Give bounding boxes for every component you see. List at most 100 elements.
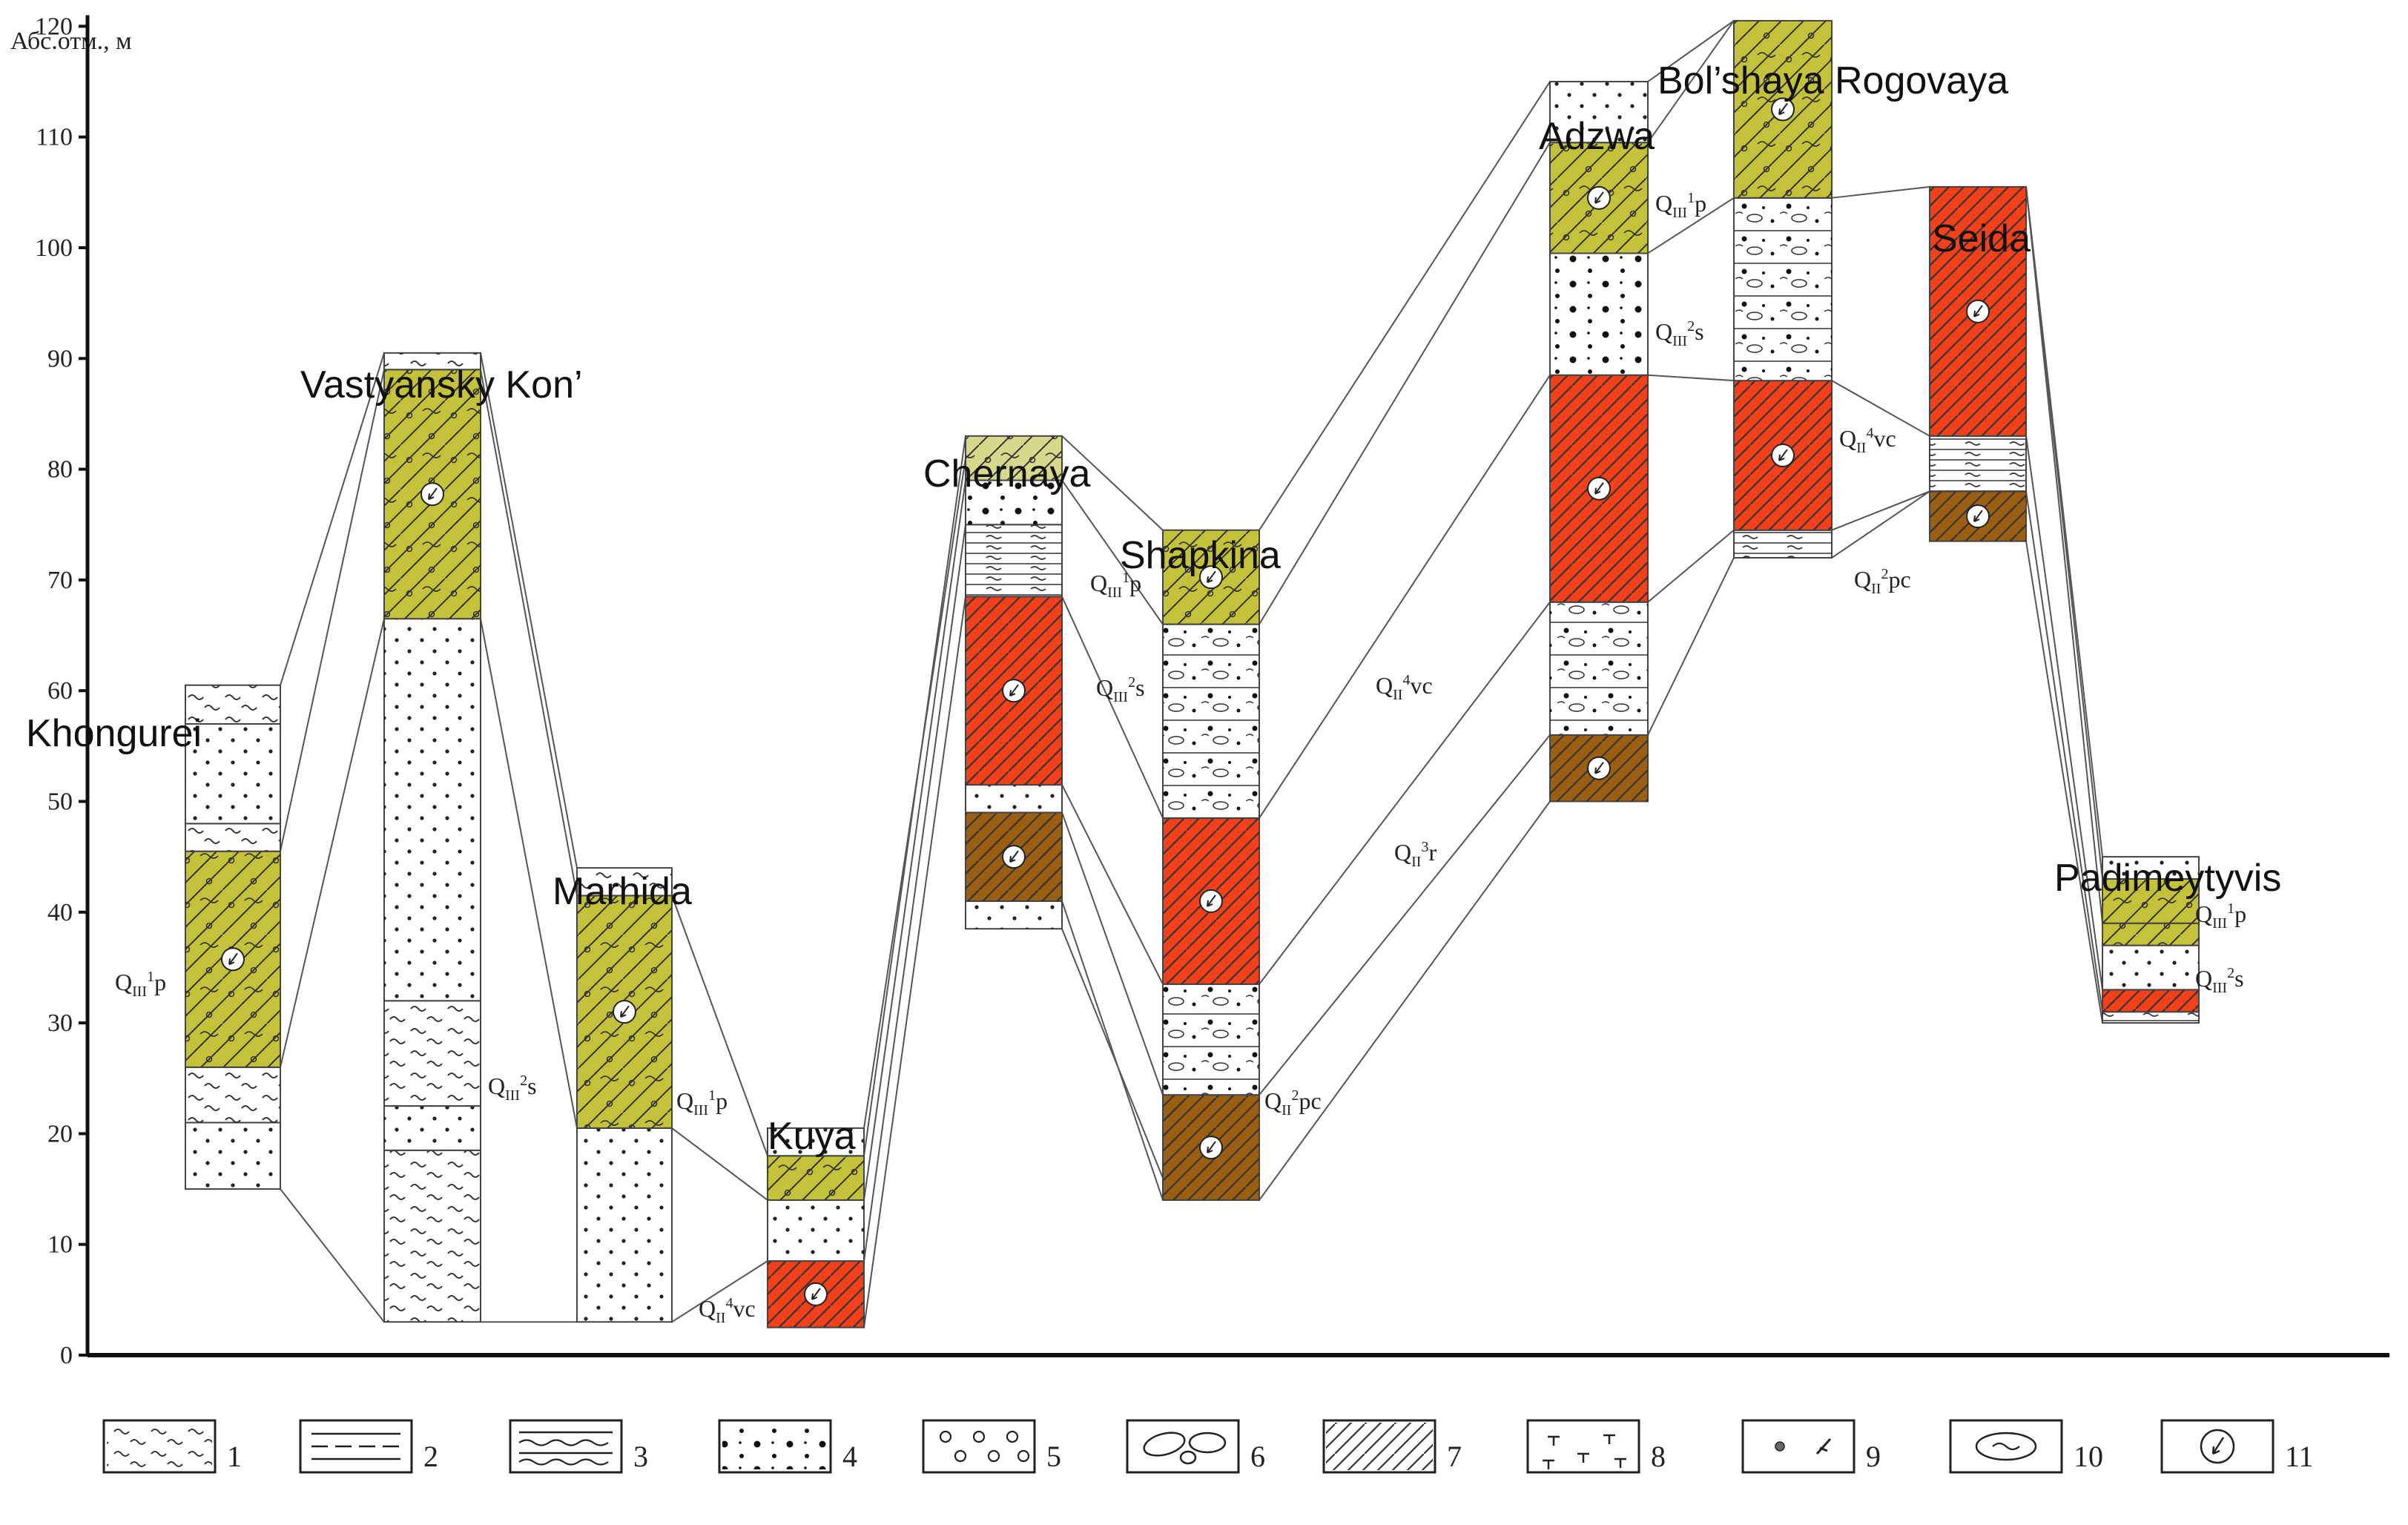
- circle-arrow-icon: [1587, 185, 1611, 210]
- layer-pattern: [966, 900, 1062, 929]
- strat-label: QII2pc: [1264, 1087, 1322, 1119]
- correlation-line: [1259, 602, 1551, 985]
- section-name: Shapkina: [1120, 534, 1281, 577]
- strat-label: QIII1p: [1090, 570, 1141, 601]
- circle-arrow-icon: [1771, 97, 1795, 122]
- correlation-line: [280, 369, 385, 852]
- correlation-line: [1061, 479, 1164, 625]
- y-tick-label: 120: [35, 13, 73, 40]
- layer-pattern: [1550, 602, 1648, 735]
- correlation-line: [2025, 541, 2103, 1024]
- correlation-line: [1831, 490, 1930, 531]
- correlation-line: [1831, 380, 1930, 437]
- section-column: Vastyansky Kon’: [300, 352, 583, 1323]
- y-tick-label: 80: [47, 456, 73, 484]
- layer-pattern: [768, 1127, 864, 1156]
- legend-item: 11: [2160, 1419, 2314, 1474]
- legend-number: 10: [2074, 1440, 2103, 1473]
- correlation-line: [1259, 734, 1551, 1096]
- section-name: Padimeytyvis: [2054, 857, 2281, 900]
- y-tick-label: 0: [60, 1342, 73, 1369]
- strat-label: QIII2s: [2195, 965, 2244, 996]
- circle-arrow-icon: [1587, 756, 1611, 780]
- circle-arrow-icon: [1199, 889, 1223, 913]
- legend-item: 7: [1322, 1419, 1462, 1474]
- correlation-line: [2025, 491, 2103, 1012]
- layer-pattern: [1930, 435, 2026, 492]
- layer-pattern: [966, 785, 1062, 813]
- section-name: Khongurei: [26, 712, 202, 755]
- layer-pattern: [1163, 624, 1259, 818]
- y-tick-label: 90: [47, 345, 73, 372]
- circle-arrow-icon: [1002, 845, 1026, 869]
- correlation-line: [671, 895, 768, 1156]
- layer-pattern: [384, 1001, 481, 1107]
- legend-swatch: [1126, 1419, 1240, 1474]
- circle-arrow-icon: [1002, 679, 1026, 703]
- strat-label: QIII2s: [1096, 674, 1145, 705]
- legend-number: 2: [423, 1440, 438, 1473]
- correlation-line: [1259, 375, 1551, 819]
- correlation-line: [280, 618, 385, 1068]
- legend-number: 7: [1447, 1440, 1462, 1473]
- section-name: Bol’shaya Rogovaya: [1657, 59, 2008, 102]
- circle-arrow-icon: [1966, 504, 1990, 529]
- legend-item: 5: [922, 1419, 1061, 1474]
- y-tick-label: 100: [35, 234, 73, 262]
- legend-item: 3: [509, 1419, 648, 1474]
- legend-item: 10: [1949, 1419, 2103, 1474]
- legend-number: 3: [633, 1440, 648, 1473]
- circle-arrow-icon: [1199, 565, 1223, 590]
- correlation-line: [1061, 812, 1164, 1096]
- correlation-line: [480, 352, 578, 869]
- correlation-line: [480, 618, 578, 1129]
- circle-arrow-icon: [1966, 299, 1990, 323]
- strat-label: QII4vc: [1376, 672, 1433, 703]
- y-tick-label: 110: [36, 124, 73, 151]
- correlation-line: [863, 596, 966, 1328]
- layer-pattern: [768, 1156, 864, 1200]
- correlation-line: [1647, 197, 1735, 254]
- circle-arrow-icon: [1199, 1136, 1223, 1160]
- legend-number: 11: [2285, 1440, 2314, 1473]
- strat-label: QIII1p: [2195, 900, 2246, 932]
- layer-pattern: [384, 1150, 481, 1323]
- correlation-line: [1061, 928, 1164, 1179]
- correlation-line: [1259, 142, 1551, 625]
- circle-arrow-icon: [1771, 443, 1795, 467]
- legend-item: 8: [1526, 1419, 1666, 1474]
- strat-label: QII4vc: [699, 1295, 756, 1326]
- correlation-line: [1061, 900, 1164, 1201]
- correlation-line: [1647, 557, 1735, 736]
- layer-pattern: [185, 1122, 280, 1190]
- circle-arrow-icon: [420, 482, 444, 507]
- layer-pattern: [2102, 857, 2199, 880]
- correlation-line: [1061, 596, 1164, 819]
- legend-number: 9: [1866, 1440, 1881, 1473]
- layer-pattern: [577, 1127, 672, 1323]
- legend-swatch: [922, 1419, 1036, 1474]
- correlation-line: [2025, 435, 2103, 990]
- layer-pattern: [1550, 253, 1648, 375]
- correlation-line: [1647, 20, 1735, 82]
- correlation-lines: [280, 20, 2103, 1328]
- y-tick-label: 10: [47, 1231, 73, 1259]
- section-column: Bol’shaya Rogovaya: [1657, 19, 2008, 559]
- legend-number: 4: [842, 1440, 857, 1473]
- section-column: Seida: [1929, 185, 2031, 542]
- strat-label: QIII1p: [676, 1087, 728, 1119]
- layer-pattern: [966, 435, 1062, 481]
- correlation-line: [2025, 186, 2103, 923]
- strat-label: QII2pc: [1854, 566, 1911, 597]
- legend-item: 6: [1126, 1419, 1265, 1474]
- legend-number: 1: [227, 1440, 242, 1473]
- layer-pattern: [2102, 945, 2199, 990]
- legend-item: 4: [718, 1419, 857, 1474]
- layer-pattern: [185, 1067, 280, 1123]
- correlation-line: [863, 524, 966, 1262]
- section-name: Chernaya: [923, 452, 1091, 495]
- y-tick-label: 20: [47, 1120, 73, 1147]
- correlation-line: [863, 458, 966, 1129]
